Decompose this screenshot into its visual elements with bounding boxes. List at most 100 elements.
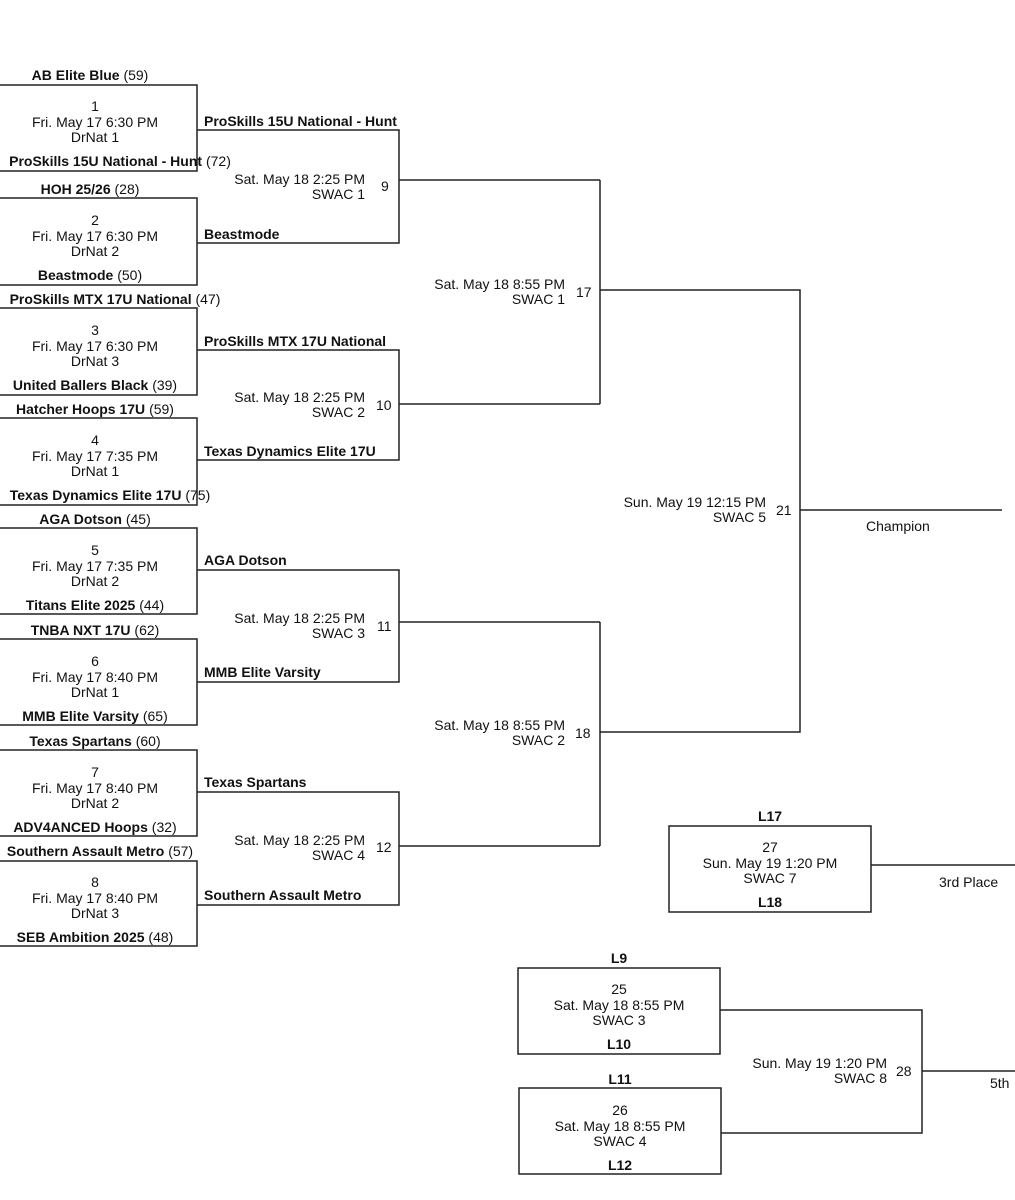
game-3-team-top: ProSkills MTX 17U National (47) (9, 291, 221, 307)
game-25-team-top: L9 (610, 950, 628, 966)
game-2-number: 2 (91, 212, 99, 228)
game-8-date: Fri. May 17 8:40 PM (31, 890, 159, 906)
game-4-team-top: Hatcher Hoops 17U (59) (16, 401, 174, 417)
game-7-team-top: Texas Spartans (60) (29, 733, 161, 749)
game-10-venue: SWAC 2 (311, 404, 365, 420)
game-6-venue: DrNat 1 (70, 684, 120, 700)
game-5-team-bottom: Titans Elite 2025 (44) (25, 597, 165, 613)
game-12-bracket (197, 791, 400, 906)
game-11-venue: SWAC 3 (311, 625, 365, 641)
game-1-venue: DrNat 1 (70, 129, 120, 145)
game-10-team-bottom: Texas Dynamics Elite 17U (204, 443, 376, 459)
game-21-date: Sun. May 19 12:15 PM (623, 494, 766, 510)
game-6-team-bottom: MMB Elite Varsity (65) (22, 708, 168, 724)
game-26-date: Sat. May 18 8:55 PM (554, 1118, 686, 1134)
game-25-date: Sat. May 18 8:55 PM (553, 997, 685, 1013)
game-1-box (0, 84, 198, 172)
game-3-venue: DrNat 3 (70, 353, 120, 369)
game-27-date: Sun. May 19 1:20 PM (702, 855, 838, 871)
game-7-box (0, 749, 198, 837)
game-9-team-bottom: Beastmode (204, 226, 280, 242)
game-27-team-top: L17 (757, 808, 783, 824)
game-5-box (0, 527, 198, 615)
game-25-number: 25 (611, 981, 627, 997)
third-place-label: 3rd Place (939, 874, 999, 890)
game-5-number: 5 (91, 542, 99, 558)
game-28-venue: SWAC 8 (833, 1070, 887, 1086)
game-25-box (517, 967, 721, 1055)
game-2-box (0, 197, 198, 286)
game-3-team-bottom: United Ballers Black (39) (12, 377, 178, 393)
game-11-team-top: AGA Dotson (204, 552, 287, 568)
game-2-date: Fri. May 17 6:30 PM (31, 228, 159, 244)
game-26-number: 26 (612, 1102, 628, 1118)
game-27-box (668, 825, 872, 913)
game-4-team-bottom: Texas Dynamics Elite 17U (75) (9, 487, 211, 503)
game-11-number: 11 (377, 618, 392, 634)
game-27-number: 27 (762, 839, 778, 855)
game-10-date: Sat. May 18 2:25 PM (234, 389, 365, 405)
game-4-number: 4 (91, 432, 99, 448)
game-3-date: Fri. May 17 6:30 PM (31, 338, 159, 354)
game-1-team-bottom: ProSkills 15U National - Hunt (72) (9, 153, 231, 169)
game-12-team-top: Texas Spartans (204, 774, 307, 790)
game-18-date: Sat. May 18 8:55 PM (434, 717, 565, 733)
game-12-number: 12 (376, 839, 392, 855)
game-1-date: Fri. May 17 6:30 PM (31, 114, 159, 130)
game-2-venue: DrNat 2 (70, 243, 120, 259)
game-26-team-top: L11 (608, 1071, 632, 1087)
game-2-team-top: HOH 25/26 (28) (40, 181, 140, 197)
game-17-number: 17 (576, 284, 592, 300)
game-18-number: 18 (575, 725, 591, 741)
game-11-bracket (197, 569, 400, 683)
game-27-team-bottom: L18 (757, 894, 783, 910)
game-12-team-bottom: Southern Assault Metro (204, 887, 362, 903)
game-26-team-bottom: L12 (607, 1157, 633, 1173)
game-7-team-bottom: ADV4ANCED Hoops (32) (13, 819, 177, 835)
game-6-team-top: TNBA NXT 17U (62) (30, 622, 160, 638)
game-17-date: Sat. May 18 8:55 PM (434, 276, 565, 292)
game-3-box (0, 307, 198, 396)
game-8-box (0, 860, 198, 947)
game-8-venue: DrNat 3 (70, 905, 120, 921)
game-12-venue: SWAC 4 (311, 847, 365, 863)
game-21-venue: SWAC 5 (712, 509, 766, 525)
game-5-date: Fri. May 17 7:35 PM (31, 558, 159, 574)
game-9-bracket (197, 129, 400, 244)
game-9-team-top: ProSkills 15U National - Hunt (204, 113, 397, 129)
game-10-bracket (197, 349, 400, 461)
game-1-team-top: AB Elite Blue (59) (31, 67, 149, 83)
game-6-number: 6 (91, 653, 99, 669)
game-25-venue: SWAC 3 (592, 1012, 646, 1028)
fifth-place-label: 5th (990, 1075, 1010, 1091)
game-11-team-bottom: MMB Elite Varsity (204, 664, 321, 680)
game-2-team-bottom: Beastmode (50) (37, 267, 143, 283)
game-8-team-top: Southern Assault Metro (57) (6, 843, 194, 859)
game-21-bracket (600, 289, 801, 733)
game-26-box (518, 1087, 722, 1175)
game-11-date: Sat. May 18 2:25 PM (234, 610, 365, 626)
game-7-date: Fri. May 17 8:40 PM (31, 780, 159, 796)
champion-label: Champion (866, 518, 930, 534)
game-21-number: 21 (776, 502, 792, 518)
game-9-number: 9 (381, 178, 389, 194)
game-4-date: Fri. May 17 7:35 PM (31, 448, 159, 464)
game-9-venue: SWAC 1 (311, 186, 365, 202)
game-7-venue: DrNat 2 (70, 795, 120, 811)
game-12-date: Sat. May 18 2:25 PM (234, 832, 365, 848)
game-10-team-top: ProSkills MTX 17U National (204, 333, 387, 349)
game-4-venue: DrNat 1 (70, 463, 120, 479)
game-7-number: 7 (91, 764, 99, 780)
game-27-venue: SWAC 7 (743, 870, 797, 886)
game-10-number: 10 (376, 397, 392, 413)
game-1-number: 1 (91, 98, 99, 114)
game-5-team-top: AGA Dotson (45) (39, 511, 151, 527)
game-5-venue: DrNat 2 (70, 573, 120, 589)
game-25-team-bottom: L10 (606, 1036, 632, 1052)
game-6-date: Fri. May 17 8:40 PM (31, 669, 159, 685)
game-9-date: Sat. May 18 2:25 PM (234, 171, 365, 187)
game-26-venue: SWAC 4 (593, 1133, 647, 1149)
game-8-team-bottom: SEB Ambition 2025 (48) (16, 929, 174, 945)
